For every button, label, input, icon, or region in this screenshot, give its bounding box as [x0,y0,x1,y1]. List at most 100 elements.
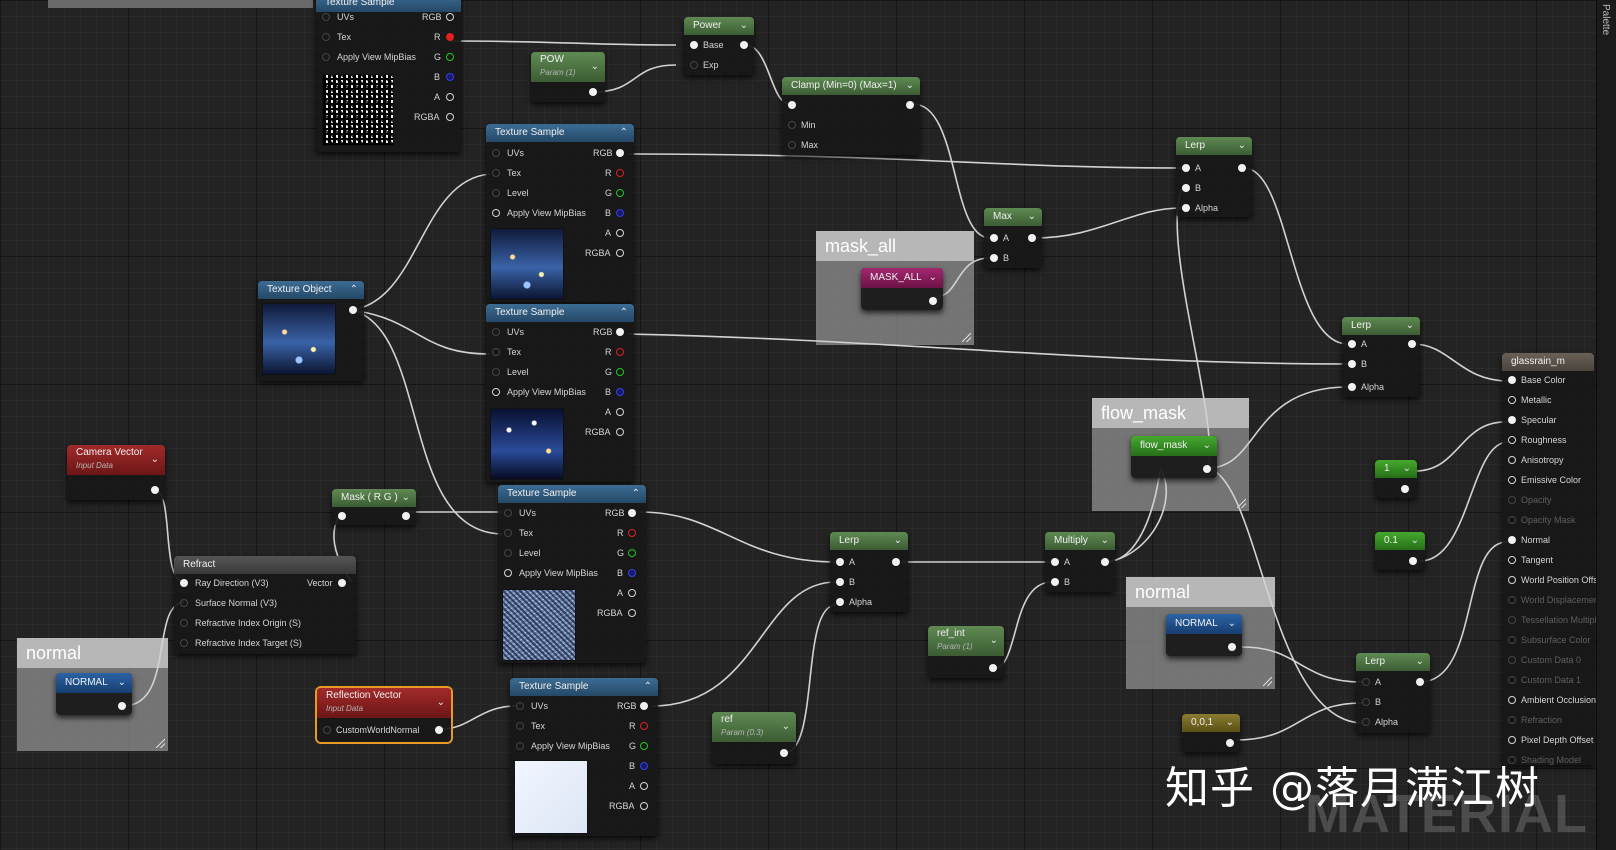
input-pin[interactable] [1508,676,1516,684]
collapse-icon[interactable]: ⌄ [1227,618,1236,629]
texture-sample-node-2[interactable]: Texture Sample⌃ UVs Tex Level Apply View… [486,304,634,482]
output-pin[interactable] [616,408,624,416]
input-pin[interactable] [322,33,330,41]
node-header[interactable]: Texture Sample⌃ [498,485,646,503]
input-pin[interactable] [516,742,524,750]
output-pin[interactable] [640,722,648,730]
lerp-node-1[interactable]: Lerp⌄ A B Alpha [1176,137,1252,217]
input-pin[interactable] [180,579,188,587]
input-pin[interactable] [1362,678,1370,686]
clamp-node[interactable]: Clamp (Min=0) (Max=1)⌄ Min Max [782,77,920,155]
collapse-icon[interactable]: ⌃ [619,127,628,138]
texture-sample-node-top[interactable]: Texture Sample⌃ UVs Tex Apply View MipBi… [316,0,461,152]
constant-0.1-node[interactable]: 0.1⌄ [1375,532,1425,570]
collapse-icon[interactable]: ⌄ [905,80,914,91]
node-header[interactable]: Max⌄ [984,208,1042,226]
input-pin[interactable] [1508,516,1516,524]
input-pin[interactable] [1508,576,1516,584]
output-pin[interactable] [338,579,346,587]
output-pin[interactable] [640,782,648,790]
input-pin[interactable] [492,348,500,356]
input-pin[interactable] [1508,496,1516,504]
output-pin[interactable] [118,702,126,710]
collapse-icon[interactable]: ⌄ [1237,140,1246,151]
input-pin[interactable] [1508,376,1516,384]
collapse-icon[interactable]: ⌃ [349,284,358,295]
input-pin[interactable] [990,234,998,242]
node-header[interactable]: 1⌄ [1375,460,1417,478]
constant-1-node[interactable]: 1⌄ [1375,460,1417,498]
input-pin[interactable] [180,599,188,607]
constant-vector-node[interactable]: 0,0,1⌄ [1182,714,1240,752]
input-pin[interactable] [1182,184,1190,192]
collapse-icon[interactable]: ⌄ [1027,211,1036,222]
param-mask-all-node[interactable]: MASK_ALL⌄ [861,268,943,310]
output-pin[interactable] [616,169,624,177]
output-pin[interactable] [1226,739,1234,747]
input-pin[interactable] [323,726,331,734]
input-pin[interactable] [504,509,512,517]
output-pin[interactable] [1203,465,1211,473]
lerp-node-2[interactable]: Lerp⌄ A B Alpha [1342,317,1420,397]
output-pin[interactable] [929,297,937,305]
input-pin[interactable] [1348,383,1356,391]
output-pin[interactable] [640,802,648,810]
input-pin[interactable] [1508,656,1516,664]
output-pin[interactable] [1028,234,1036,242]
texture-sample-node-1[interactable]: Texture Sample⌃ UVs Tex Level Apply View… [486,124,634,302]
lerp-node-3[interactable]: Lerp⌄ A B Alpha [830,532,908,612]
texture-object-node[interactable]: Texture Object⌃ [258,281,364,381]
output-pin[interactable] [989,664,997,672]
resize-grip-icon[interactable] [1263,677,1272,686]
node-header[interactable]: 0,0,1⌄ [1182,714,1240,732]
node-header[interactable]: Texture Sample⌃ [316,0,461,12]
node-header[interactable]: NORMAL⌄ [56,673,132,693]
output-pin[interactable] [616,229,624,237]
collapse-icon[interactable]: ⌄ [1202,440,1211,451]
input-pin[interactable] [492,149,500,157]
input-pin[interactable] [338,512,346,520]
node-header[interactable]: Lerp⌄ [830,532,908,550]
power-node[interactable]: Power⌄ Base Exp [684,17,754,75]
collapse-icon[interactable]: ⌃ [446,0,455,8]
output-pin[interactable] [640,762,648,770]
node-header[interactable]: flow_mask⌄ [1131,436,1217,456]
node-header[interactable]: 0.1⌄ [1375,532,1425,550]
input-pin[interactable] [504,549,512,557]
input-pin[interactable] [690,61,698,69]
output-pin[interactable] [616,149,624,157]
input-pin[interactable] [788,141,796,149]
collapse-icon[interactable]: ⌄ [1225,717,1234,728]
output-pin[interactable] [446,93,454,101]
output-pin[interactable] [628,589,636,597]
output-pin[interactable] [616,249,624,257]
node-header[interactable]: Lerp⌄ [1342,317,1420,335]
output-pin[interactable] [435,726,443,734]
collapse-icon[interactable]: ⌄ [436,697,445,708]
output-pin[interactable] [780,749,788,757]
input-pin[interactable] [690,41,698,49]
output-pin[interactable] [1408,340,1416,348]
output-pin[interactable] [446,73,454,81]
input-pin[interactable] [1362,718,1370,726]
collapse-icon[interactable]: ⌄ [1100,535,1109,546]
output-pin[interactable] [628,609,636,617]
output-pin[interactable] [906,101,914,109]
collapse-icon[interactable]: ⌄ [781,721,790,732]
input-pin[interactable] [788,101,796,109]
input-pin[interactable] [1508,556,1516,564]
output-pin[interactable] [446,33,454,41]
output-pin[interactable] [402,512,410,520]
input-pin[interactable] [1051,558,1059,566]
input-pin[interactable] [1508,476,1516,484]
input-pin[interactable] [990,254,998,262]
output-pin[interactable] [1238,164,1246,172]
input-pin[interactable] [504,569,512,577]
